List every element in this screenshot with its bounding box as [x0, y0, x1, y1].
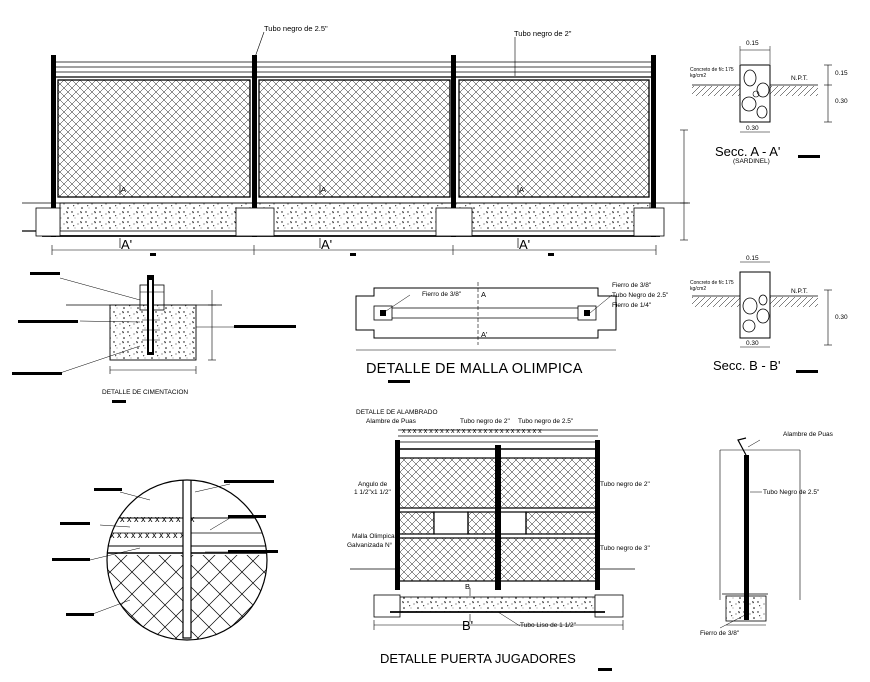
foundation-detail-drawing	[59, 275, 240, 374]
gate-label-malla-2: Galvanizada N°	[347, 542, 393, 549]
redacted-label	[94, 488, 122, 491]
svg-text:x x x x x x x x x x x: x x x x x x x x x x x	[120, 514, 195, 524]
scale-bar	[112, 400, 126, 403]
sec-bb-dim-top: 0.15	[746, 255, 759, 262]
gate-mark-b: B	[465, 582, 471, 591]
redacted-label	[224, 480, 274, 483]
sec-bb-title: Secc. B - B'	[713, 358, 781, 373]
redacted-label	[228, 550, 278, 553]
sec-bb-npt: N.P.T.	[791, 288, 808, 295]
gate-mark-b-prime: B'	[462, 618, 474, 633]
scale-bar	[388, 380, 410, 383]
post-label-alambre: Alambre de Puas	[783, 431, 833, 438]
scale-mark	[548, 253, 554, 256]
post-detail-drawing	[719, 437, 801, 629]
malla-label-fierro-right: Fierro de 3/8"	[612, 282, 652, 289]
sec-bb-concrete-note: Concreto de f/c 175 kg/cm2	[690, 280, 734, 292]
gate-label-alambre: Alambre de Puas	[366, 418, 416, 425]
scale-mark	[150, 253, 156, 256]
post-label-tubo: Tubo Negro de 2.5"	[763, 489, 820, 496]
redacted-label	[234, 325, 296, 328]
gate-label-angulo-2: 1 1/2"x1 1/2"	[354, 489, 391, 496]
redacted-label	[12, 372, 62, 375]
redacted-label	[30, 272, 60, 275]
sec-aa-npt: N.P.T.	[791, 75, 808, 82]
gate-label-tubo-liso: Tubo Liso de 1 1/2"	[520, 622, 576, 629]
redacted-label	[66, 613, 94, 616]
malla-mark-a-prime: A'	[481, 330, 488, 339]
gate-label-tubo-2-right: Tubo negro de 2"	[600, 481, 650, 488]
section-mark-a-prime-1: A'	[121, 237, 133, 252]
section-mark-a-1: A	[121, 185, 127, 194]
malla-label-fierro-left: Fierro de 3/8"	[422, 291, 462, 298]
label-tubo-2: Tubo negro de 2"	[514, 29, 572, 38]
section-mark-a-2: A	[321, 185, 327, 194]
sec-bb-dim-bottom: 0.30	[746, 340, 759, 347]
malla-label-tubo: Tubo Negro de 2.5"	[612, 292, 669, 299]
redacted-label	[52, 558, 90, 561]
sec-aa-dim-right-upper: 0.15	[835, 70, 848, 77]
scale-bar	[796, 370, 818, 373]
section-mark-a-prime-3: A'	[519, 237, 531, 252]
main-elevation	[22, 31, 690, 255]
section-bb-drawing	[692, 261, 832, 348]
gate-label-tubo-3: Tubo negro de 3"	[600, 545, 650, 552]
sec-aa-concrete-note: Concreto de f/c 175 kg/cm2	[690, 67, 734, 79]
malla-title: DETALLE DE MALLA OLIMPICA	[366, 361, 583, 377]
gate-label-tubo-2-top: Tubo negro de 2"	[460, 418, 510, 425]
label-tubo-25: Tubo negro de 2.5"	[264, 24, 328, 33]
redacted-label	[60, 522, 90, 525]
malla-detail-drawing	[355, 282, 617, 351]
gate-label-malla-1: Malla Olimpica	[352, 533, 395, 540]
gate-detail-drawing: x x x x x x x x x x x x x x x x x x x x …	[350, 428, 635, 630]
scale-bar	[798, 155, 820, 158]
gate-title: DETALLE PUERTA JUGADORES	[380, 651, 576, 666]
svg-text:x x x x x x x x x x x x: x x x x x x x x x x x x	[110, 530, 192, 540]
gate-label-alambrado: DETALLE DE ALAMBRADO	[356, 409, 438, 416]
sec-aa-title: Secc. A - A'	[715, 144, 781, 159]
section-mark-a-3: A	[519, 185, 525, 194]
sec-aa-dim-bottom: 0.30	[746, 125, 759, 132]
sec-bb-dim-right: 0.30	[835, 314, 848, 321]
section-mark-a-prime-2: A'	[321, 237, 333, 252]
foundation-title: DETALLE DE CIMENTACION	[102, 389, 189, 396]
redacted-label	[18, 320, 78, 323]
sec-aa-dim-right-lower: 0.30	[835, 98, 848, 105]
svg-text:x x x x x x x x x x x x x x x: x x x x x x x x x x x x x x x x x x x x …	[402, 428, 542, 435]
sec-aa-dim-top: 0.15	[746, 40, 759, 47]
section-aa-drawing	[692, 46, 832, 133]
gate-label-angulo-1: Angulo de	[358, 481, 388, 488]
zoom-circle-drawing: x x x x x x x x x x x x x x x x x x x x …	[89, 479, 268, 641]
scale-bar	[598, 668, 612, 671]
gate-label-tubo-25-top: Tubo negro de 2.5"	[518, 418, 574, 425]
redacted-label	[228, 515, 266, 518]
post-label-fierro: Fierro de 3/8"	[700, 630, 740, 637]
malla-mark-a: A	[481, 290, 487, 299]
malla-label-fierro-14: Fierro de 1/4"	[612, 302, 652, 309]
scale-mark	[350, 253, 356, 256]
sec-aa-subtitle: (SARDINEL)	[733, 158, 770, 165]
